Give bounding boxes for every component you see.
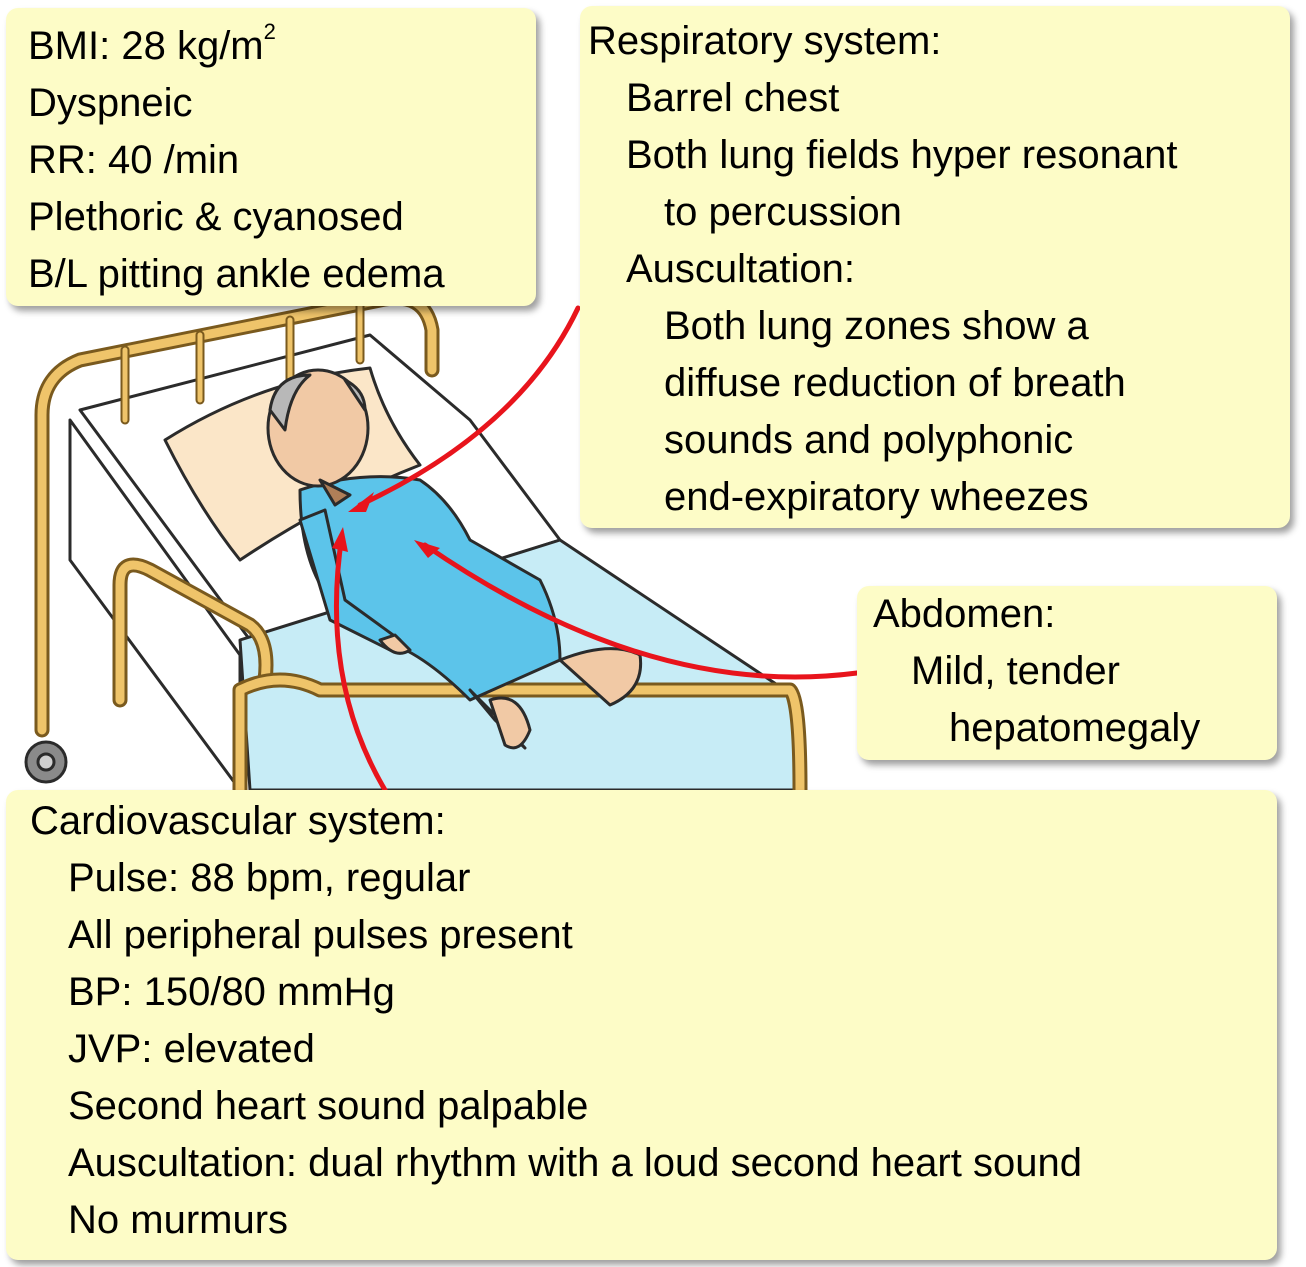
abdomen-finding: hepatomegaly: [949, 706, 1201, 750]
respiratory-box: Respiratory system: Barrel chest Both lu…: [580, 6, 1290, 528]
respiratory-finding: sounds and polyphonic: [664, 418, 1074, 462]
cardiovascular-finding: Second heart sound palpable: [68, 1084, 589, 1128]
vitals-item: RR: 40 /min: [28, 138, 240, 182]
arrow-to-chest-respiratory: [357, 305, 581, 508]
abdomen-heading: Abdomen:: [873, 592, 1056, 636]
bmi-text: BMI: 28 kg/m: [28, 24, 264, 68]
arrow-to-chest-cardiovascular: [333, 532, 388, 793]
respiratory-subheading: Auscultation:: [626, 247, 856, 291]
vitals-item: Plethoric & cyanosed: [28, 195, 404, 239]
cardiovascular-finding: Pulse: 88 bpm, regular: [68, 856, 471, 900]
respiratory-finding: end-expiratory wheezes: [664, 475, 1089, 519]
cardiovascular-finding: BP: 150/80 mmHg: [68, 970, 395, 1014]
abdomen-finding: Mild, tender: [911, 649, 1120, 693]
abdomen-box: Abdomen: Mild, tender hepatomegaly: [857, 586, 1277, 760]
respiratory-heading: Respiratory system:: [588, 19, 942, 63]
cardiovascular-finding: Auscultation: dual rhythm with a loud se…: [68, 1141, 1082, 1185]
vitals-item: Dyspneic: [28, 81, 193, 125]
bmi-line: BMI: 28 kg/m2: [28, 18, 536, 75]
cardiovascular-finding: No murmurs: [68, 1198, 289, 1242]
cardiovascular-finding: JVP: elevated: [68, 1027, 315, 1071]
cardiovascular-box: Cardiovascular system: Pulse: 88 bpm, re…: [6, 790, 1277, 1260]
respiratory-finding: Barrel chest: [626, 76, 840, 120]
respiratory-finding: diffuse reduction of breath: [664, 361, 1126, 405]
vitals-item: B/L pitting ankle edema: [28, 252, 445, 296]
cardiovascular-finding: All peripheral pulses present: [68, 913, 573, 957]
cardiovascular-heading: Cardiovascular system:: [30, 799, 446, 843]
bmi-superscript: 2: [263, 19, 276, 44]
arrow-to-abdomen: [422, 542, 860, 680]
vitals-box: BMI: 28 kg/m2 Dyspneic RR: 40 /min Pleth…: [6, 8, 536, 306]
respiratory-finding: to percussion: [664, 190, 902, 234]
respiratory-finding: Both lung fields hyper resonant: [626, 133, 1178, 177]
respiratory-finding: Both lung zones show a: [664, 304, 1089, 348]
